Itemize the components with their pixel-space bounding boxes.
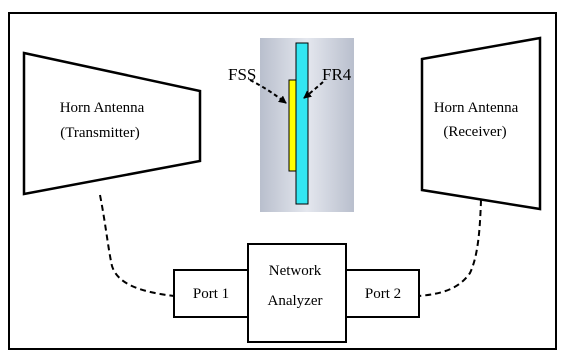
fss-arrow (249, 79, 287, 104)
fss-label: FSS (228, 65, 256, 84)
fss-layer (288, 79, 297, 172)
fr4-substrate (295, 42, 309, 205)
fr4-arrow (303, 81, 324, 99)
cable-transmitter-to-port1 (99, 194, 175, 297)
network-analyzer-box (247, 243, 347, 343)
port-2-label: Port 2 (365, 286, 401, 302)
receiver-horn-antenna (420, 36, 542, 211)
port-2-box (345, 269, 420, 318)
transmitter-horn-antenna (22, 51, 202, 196)
transmitter-label-line1: Horn Antenna (60, 100, 145, 116)
cable-receiver-to-port2 (418, 199, 482, 297)
receiver-label-line2: (Receiver) (443, 124, 506, 140)
network-analyzer-line2: Analyzer (268, 293, 323, 309)
transmitter-label-line2: (Transmitter) (60, 125, 139, 141)
fr4-label: FR4 (322, 65, 352, 84)
receiver-label-line1: Horn Antenna (434, 100, 519, 116)
port-1-box (173, 269, 249, 318)
network-analyzer-line1: Network (269, 263, 322, 279)
port-1-label: Port 1 (193, 286, 229, 302)
